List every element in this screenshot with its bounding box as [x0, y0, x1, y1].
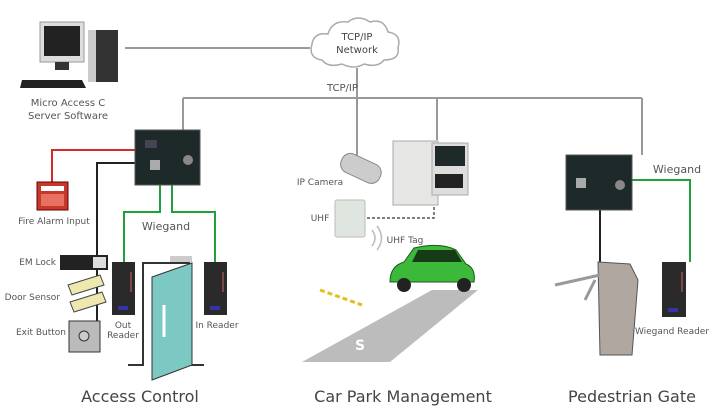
exit-button-icon	[68, 320, 101, 353]
controller-board-icon	[134, 129, 201, 186]
server-label-1: Micro Access C	[31, 98, 106, 109]
car-icon	[389, 244, 475, 292]
road: S	[302, 290, 478, 362]
rf-waves-icon	[371, 225, 383, 251]
door-sensor-icon	[67, 274, 107, 313]
barrier-arm-icon	[319, 288, 363, 307]
door-sensor-label: Door Sensor	[5, 293, 61, 303]
wiegand-reader-label: Wiegand Reader	[635, 327, 709, 337]
wiegand-label-left: Wiegand	[142, 220, 190, 233]
turnstile-icon	[554, 261, 639, 356]
pedestrian-gate-title: Pedestrian Gate	[568, 387, 696, 406]
em-lock-label: EM Lock	[19, 258, 57, 268]
cloud-label-1: TCP/IP	[341, 32, 373, 43]
glass-door-icon	[128, 256, 204, 381]
computer-icon	[20, 21, 118, 88]
tcp-ip-network-cloud: TCP/IP Network	[310, 17, 400, 68]
svg-text:S: S	[355, 338, 365, 354]
exit-button-label: Exit Button	[16, 328, 66, 338]
in-reader-icon	[204, 262, 227, 315]
uhf-dashed-link	[367, 206, 435, 219]
ip-camera-label: IP Camera	[297, 178, 343, 188]
wiegand-reader-icon	[662, 262, 686, 317]
em-lock-icon	[60, 255, 108, 270]
fire-alarm-label: Fire Alarm Input	[18, 217, 90, 227]
access-control-title: Access Control	[81, 387, 199, 406]
wiegand-label-right: Wiegand	[653, 163, 701, 176]
uhf-label: UHF	[311, 214, 330, 224]
out-reader-label-2: Reader	[107, 331, 139, 341]
car-park-title: Car Park Management	[314, 387, 492, 406]
network-wires	[125, 47, 643, 160]
out-reader-label-1: Out	[115, 321, 132, 331]
controller-board-right-icon	[565, 154, 633, 211]
in-reader-label: In Reader	[195, 321, 238, 331]
ip-camera-icon	[340, 152, 382, 184]
uhf-reader-icon	[334, 199, 366, 238]
controller-cabinet-icon	[392, 140, 469, 206]
out-reader-icon	[112, 262, 135, 315]
fire-alarm-icon	[36, 181, 69, 211]
cloud-label-2: Network	[336, 45, 378, 56]
wiegand-wire-right	[632, 179, 691, 262]
server-label-2: Server Software	[28, 111, 108, 122]
uhf-tag-label: UHF Tag	[387, 236, 424, 246]
tcp-ip-bus-label: TCP/IP	[326, 83, 358, 94]
